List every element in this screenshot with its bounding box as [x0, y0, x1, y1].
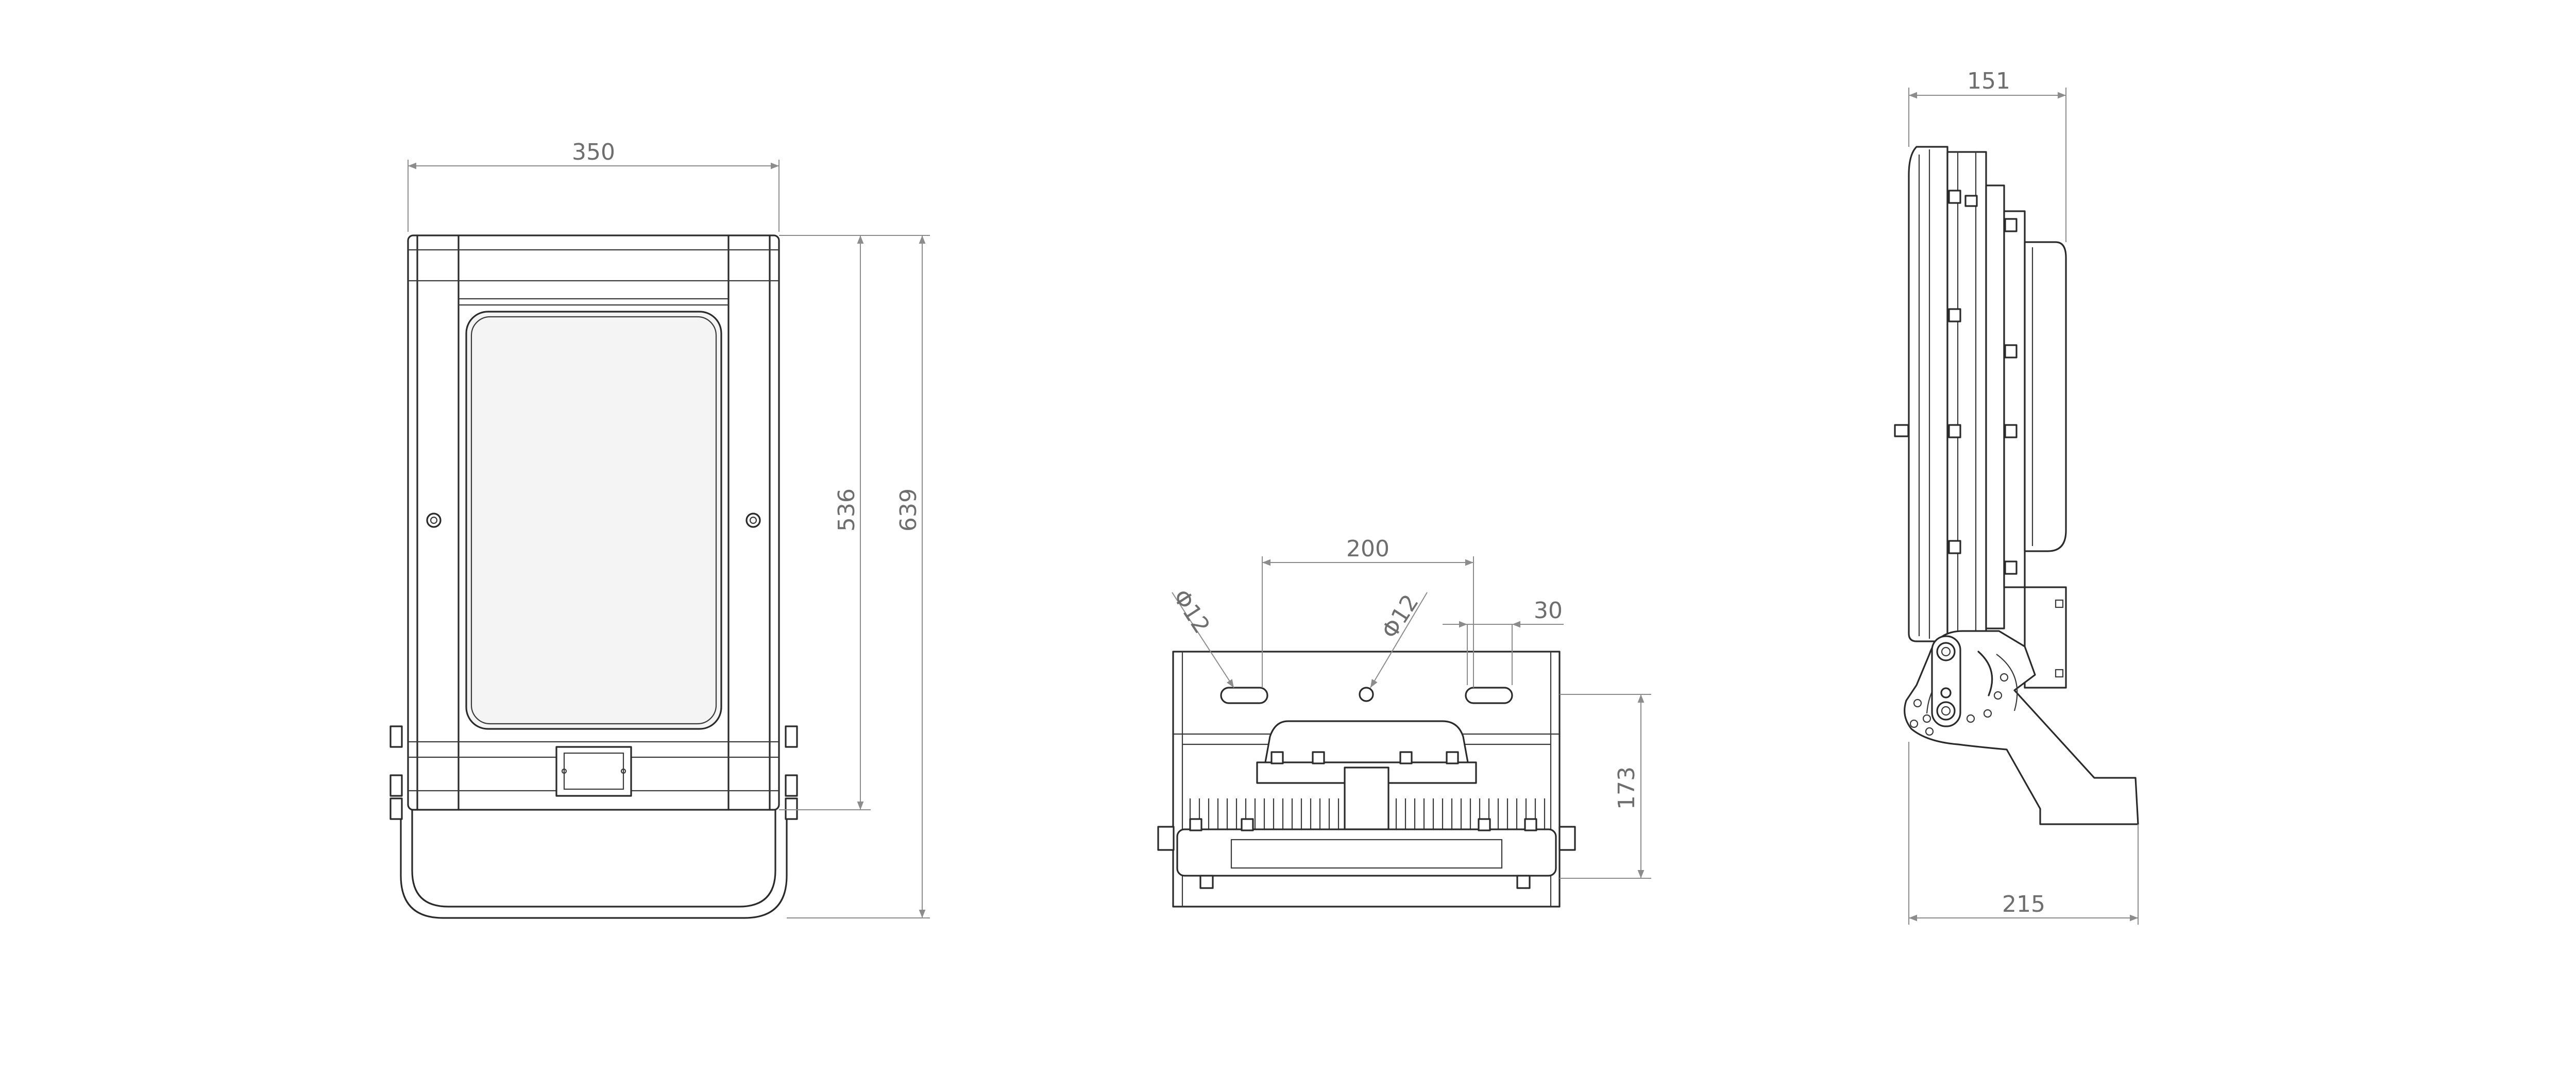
- dim-front-inner-height: 536: [834, 488, 860, 532]
- front-dimensions: 350 536 639: [408, 139, 930, 918]
- front-side-bolts: [389, 725, 798, 820]
- side-pivot: [1931, 635, 1961, 727]
- dim-left-hole-diameter: Φ12: [1167, 585, 1215, 638]
- bottom-center-hole: [1359, 687, 1374, 702]
- dim-slot-width: 30: [1534, 598, 1563, 624]
- side-bolts: [1894, 190, 2018, 575]
- bottom-slot-left: [1220, 687, 1268, 704]
- dim-center-hole-diameter: Φ12: [1377, 590, 1424, 643]
- front-screws: [426, 513, 761, 528]
- dim-front-total-height: 639: [895, 488, 922, 532]
- bottom-slot-right: [1465, 687, 1513, 704]
- front-view: [389, 234, 798, 919]
- side-view: [1894, 146, 2139, 825]
- side-front-frame: [1908, 146, 1948, 642]
- bottom-view: [1157, 651, 1576, 908]
- front-yoke-bracket: [400, 803, 788, 919]
- side-dimensions: 151 215: [1908, 68, 2139, 925]
- side-bracket: [1904, 630, 2139, 825]
- dim-side-depth: 151: [1967, 68, 2010, 94]
- bottom-dimensions: 200 30 Φ12 Φ12 173: [1167, 536, 1651, 879]
- dim-side-bracket-depth: 215: [2002, 891, 2045, 917]
- dim-front-width: 350: [572, 139, 615, 165]
- dim-bottom-height: 173: [1614, 767, 1640, 810]
- bottom-driver-box: [1264, 720, 1469, 766]
- front-lens: [465, 311, 722, 730]
- side-housing: [1946, 151, 1987, 642]
- dim-hole-spacing: 200: [1346, 536, 1389, 562]
- front-label-plate: [555, 746, 632, 797]
